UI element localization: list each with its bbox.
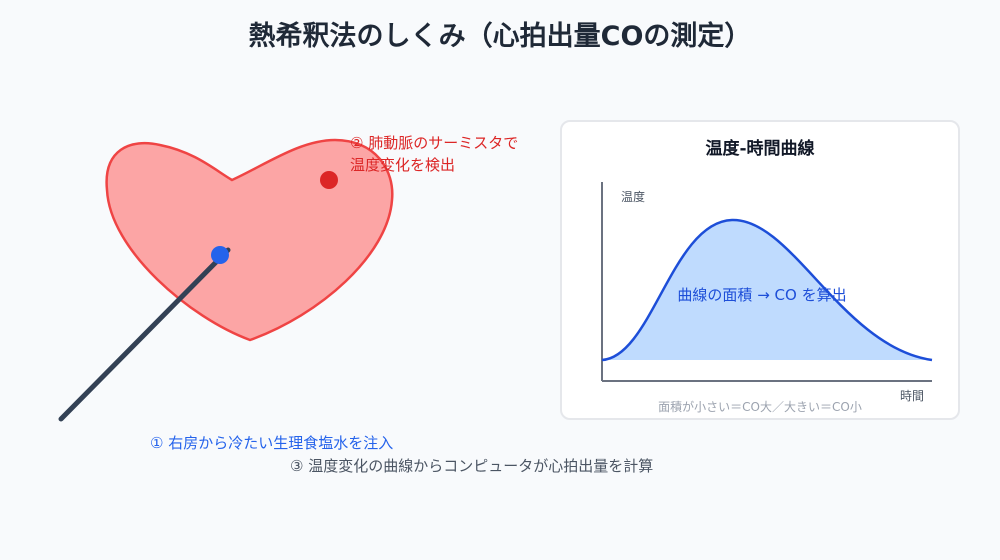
heart-shape [105,138,394,342]
injection-label: ① 右房から冷たい生理食塩水を注入 [150,434,394,452]
thermistor-label: ② 肺動脈のサーミスタで 温度変化を検出 [350,132,518,176]
catheter [58,247,231,422]
temperature-time-curve [601,182,933,382]
thermistor-dot [320,171,338,189]
thermistor-label-line2: 温度変化を検出 [350,156,456,174]
x-axis-label: 時間 [900,389,925,403]
panel-title: 温度-時間曲線 [705,139,815,159]
area-label: 曲線の面積 → CO を算出 [677,286,847,304]
injection-site-dot [211,246,229,264]
panel-note: 面積が小さい＝CO大／大きい＝CO小 [658,400,862,414]
compute-label: ③ 温度変化の曲線からコンピュータが心拍出量を計算 [290,457,654,475]
temperature-time-panel: 温度-時間曲線 温度 時間 曲線の面積 → CO を算出 面積が小さい＝CO大／… [560,120,960,420]
curve-line [601,218,933,362]
y-axis-label: 温度 [621,190,646,204]
page-title: 熱希釈法のしくみ（心拍出量COの測定） [248,21,752,52]
thermistor-label-line1: ② 肺動脈のサーミスタで [350,134,519,152]
